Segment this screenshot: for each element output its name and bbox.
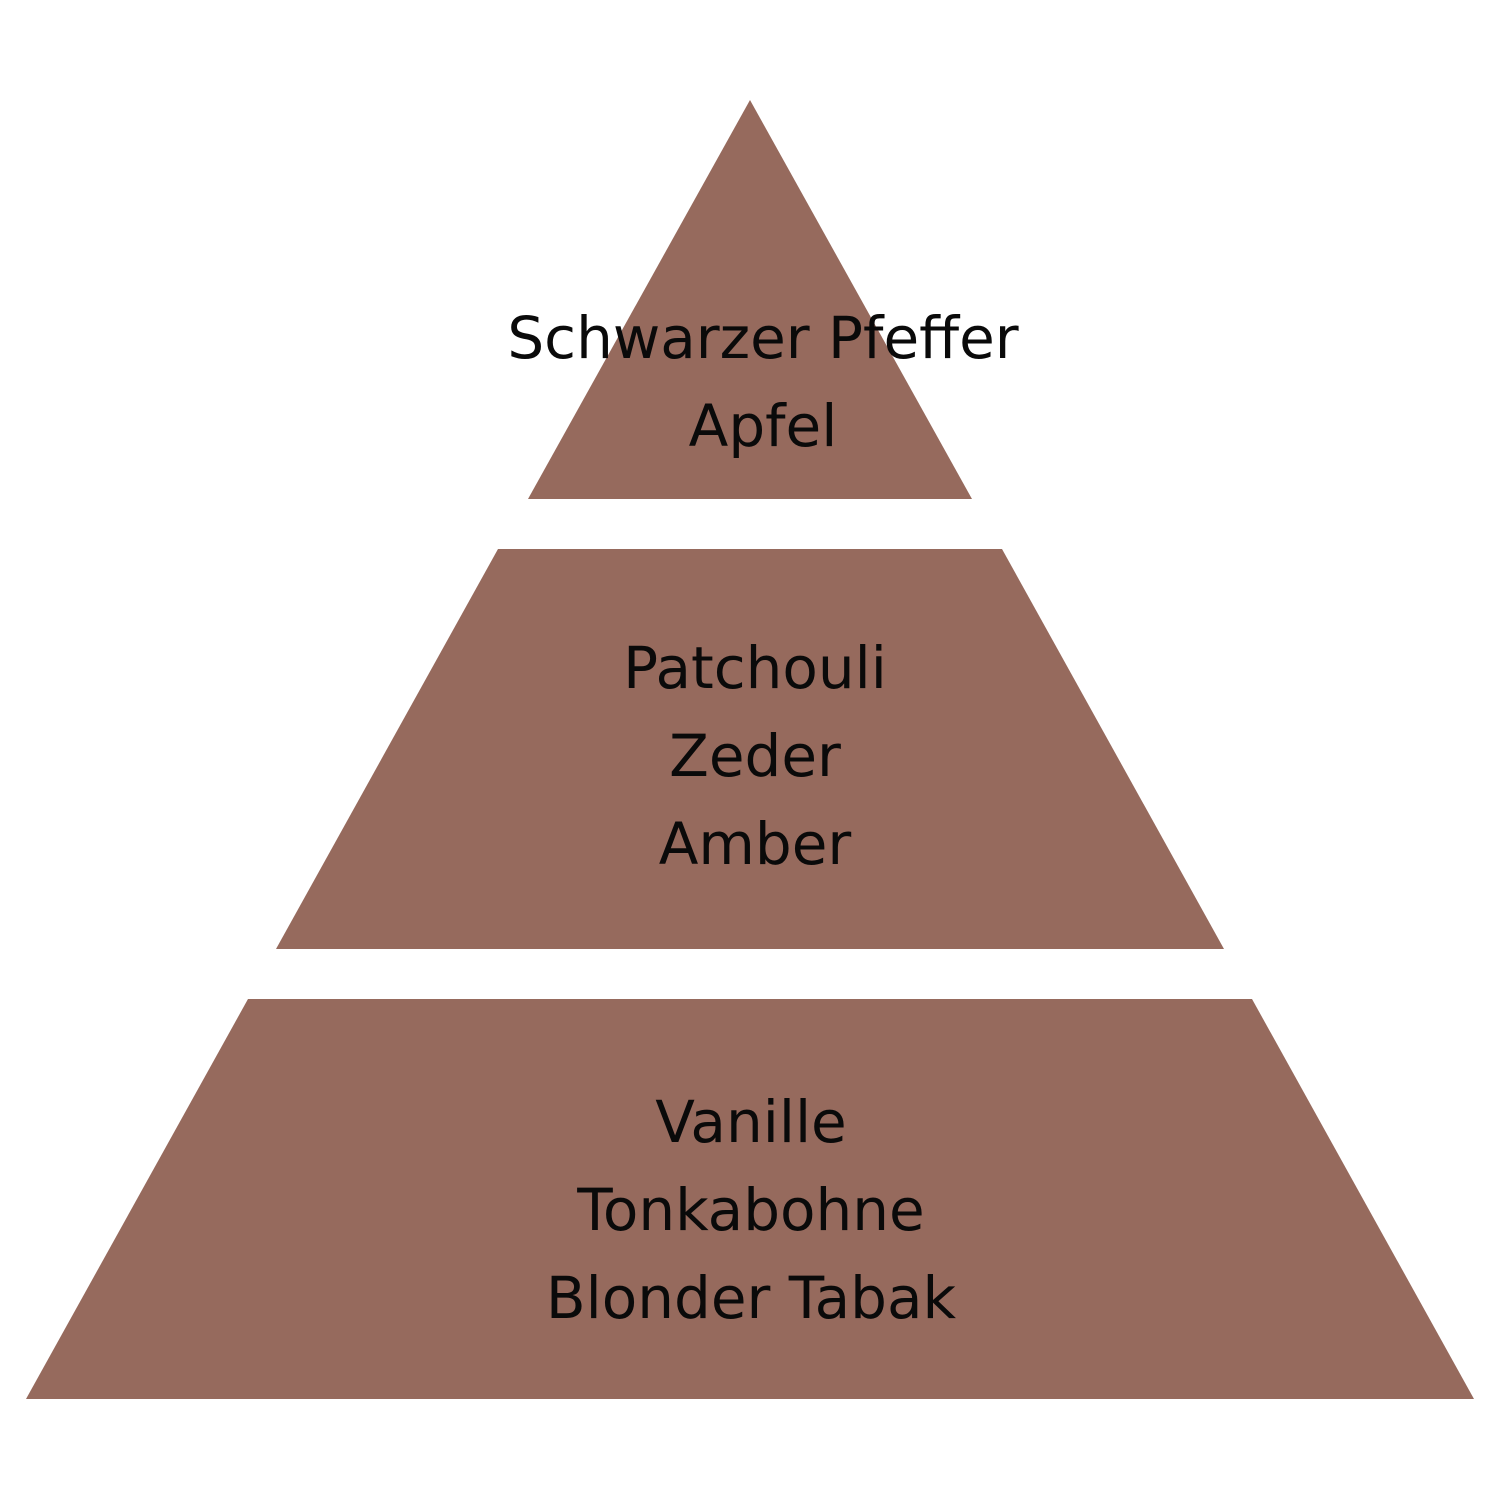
tier-middle-note-1: Patchouli (623, 634, 887, 702)
tier-base-note-3: Blonder Tabak (546, 1264, 957, 1332)
tier-middle-note-2: Zeder (669, 722, 841, 790)
tier-top-shape (528, 100, 972, 499)
tier-middle-note-3: Amber (659, 810, 852, 878)
tier-top-note-1: Schwarzer Pfeffer (507, 304, 1018, 372)
tier-base: Vanille Tonkabohne Blonder Tabak (26, 999, 1474, 1399)
tier-base-note-1: Vanille (655, 1088, 847, 1156)
tier-middle-shape (276, 549, 1224, 949)
tier-middle: Patchouli Zeder Amber (276, 549, 1224, 949)
tier-base-note-2: Tonkabohne (576, 1176, 924, 1244)
tier-base-shape (26, 999, 1474, 1399)
tier-top: Schwarzer Pfeffer Apfel (507, 100, 1019, 499)
tier-top-note-2: Apfel (689, 392, 838, 460)
